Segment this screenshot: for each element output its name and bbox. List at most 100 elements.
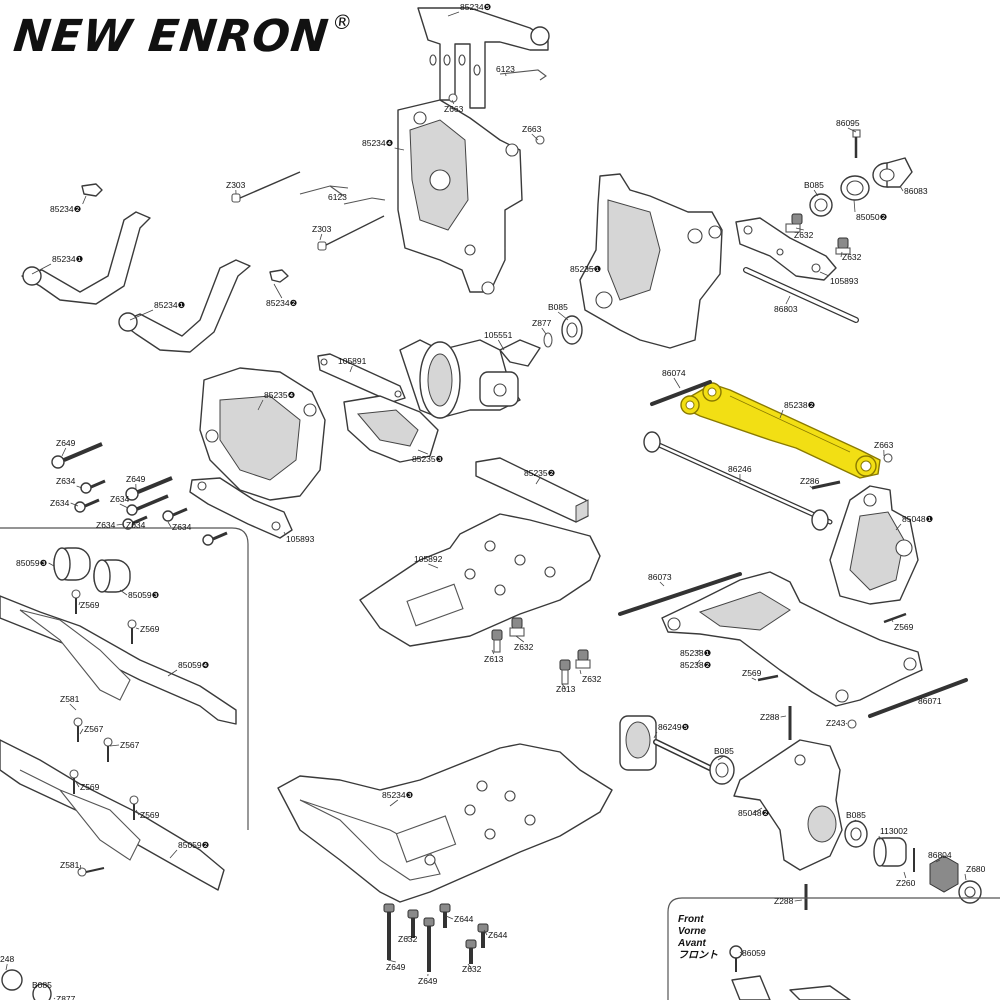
part-number-label: Z569: [140, 810, 160, 820]
screw-part: [162, 507, 188, 522]
part-number-label: 85238❷: [680, 660, 712, 670]
screw-part: [202, 531, 228, 546]
part-number-label: Z632: [582, 674, 602, 684]
screw-part: [559, 659, 571, 685]
leader-line: [167, 669, 178, 677]
part-number-text: 85235: [412, 454, 436, 464]
part-number-text: 86803: [774, 304, 798, 314]
part-number-text: B085: [548, 302, 568, 312]
part-variant-marker: ❷: [74, 204, 82, 214]
leader-line: [673, 377, 681, 389]
part-number-text: 85048: [738, 808, 762, 818]
leader-line: [5, 963, 8, 971]
part-variant-marker: ❹: [288, 390, 296, 400]
screw-part: [835, 237, 851, 255]
front-label-ja: フロント: [678, 950, 718, 961]
leader-line: [283, 531, 286, 535]
leader-line: [780, 715, 787, 718]
leader-line: [69, 703, 77, 711]
leader-line: [891, 619, 894, 623]
leader-line: [809, 485, 813, 489]
part-number-label: 85048❶: [902, 514, 934, 524]
leader-line: [257, 399, 264, 411]
leader-line: [417, 449, 428, 455]
nut-part: [448, 93, 458, 103]
part-number-text: Z877: [532, 318, 552, 328]
part-number-text: 86249: [658, 722, 682, 732]
part-number-label: 85059❹: [178, 660, 210, 670]
differential-part: [399, 339, 541, 419]
part-variant-marker: ❷: [808, 400, 816, 410]
part-number-label: Z581: [60, 860, 80, 870]
part-number-text: Z632: [842, 252, 862, 262]
part-number-label: 86246: [728, 464, 752, 474]
part-variant-marker: ❸: [152, 590, 160, 600]
gearbox-housing-part: [199, 367, 326, 501]
leader-line: [851, 819, 857, 823]
part-number-label: 85059❸: [16, 558, 48, 568]
part-number-text: Z632: [582, 674, 602, 684]
part-variant-marker: ❸: [40, 558, 48, 568]
screw-part: [575, 649, 591, 669]
part-variant-marker: ❶: [178, 300, 186, 310]
leader-line: [445, 915, 454, 920]
part-number-text: Z644: [488, 930, 508, 940]
leader-line: [79, 728, 84, 735]
bearing-part: [809, 193, 833, 217]
part-number-text: 85059: [16, 558, 40, 568]
leader-line: [751, 677, 757, 681]
hub-carrier-part: [829, 485, 919, 605]
part-variant-marker: ❶: [926, 514, 934, 524]
leader-line: [541, 327, 547, 335]
pin-part: [650, 380, 712, 406]
leader-line: [819, 271, 830, 277]
leader-line: [779, 409, 784, 419]
part-number-label: 85234❸: [382, 790, 414, 800]
part-variant-marker: ❷: [704, 660, 712, 670]
part-number-text: Z877: [56, 994, 76, 1000]
part-variant-marker: ❷: [762, 808, 770, 818]
leader-line: [794, 899, 803, 902]
gearbox-housing-part: [579, 173, 723, 349]
pin-part: [883, 612, 907, 624]
part-number-text: Z303: [226, 180, 246, 190]
screw-part: [785, 213, 803, 233]
leader-line: [133, 523, 137, 526]
screw-part: [80, 479, 106, 494]
part-number-text: 105893: [830, 276, 859, 286]
pin-part: [618, 572, 742, 616]
part-number-label: Z634: [172, 522, 192, 532]
part-number-label: 86249❺: [658, 722, 690, 732]
part-number-label: Z634: [56, 476, 76, 486]
part-number-label: Z644: [454, 914, 474, 924]
leader-line: [78, 601, 81, 606]
screw-part: [73, 717, 83, 742]
bumper-part: [0, 595, 237, 891]
outdrive-part: [872, 157, 913, 188]
leader-line: [76, 485, 83, 489]
part-number-label: Z288: [760, 712, 780, 722]
leader-line: [319, 233, 323, 241]
cup-part: [840, 175, 870, 201]
part-number-text: Z569: [742, 668, 762, 678]
part-number-label: B085: [804, 180, 824, 190]
leader-line: [75, 781, 80, 788]
part-variant-marker: ❶: [704, 648, 712, 658]
part-number-text: 6123: [496, 64, 515, 74]
part-number-text: 105893: [286, 534, 315, 544]
part-number-text: 86083: [904, 186, 928, 196]
leader-line: [813, 189, 819, 197]
bearing-part: [561, 315, 583, 345]
part-number-text: Z644: [454, 914, 474, 924]
screw-part: [477, 923, 489, 948]
part-number-text: Z243: [826, 718, 846, 728]
part-number-text: 86059: [742, 948, 766, 958]
nut-part: [883, 453, 893, 463]
part-number-text: 85235: [570, 264, 594, 274]
leader-line: [53, 997, 56, 1000]
part-number-label: Z260: [896, 878, 916, 888]
part-number-label: 105891: [338, 356, 367, 366]
screw-part: [103, 737, 113, 762]
